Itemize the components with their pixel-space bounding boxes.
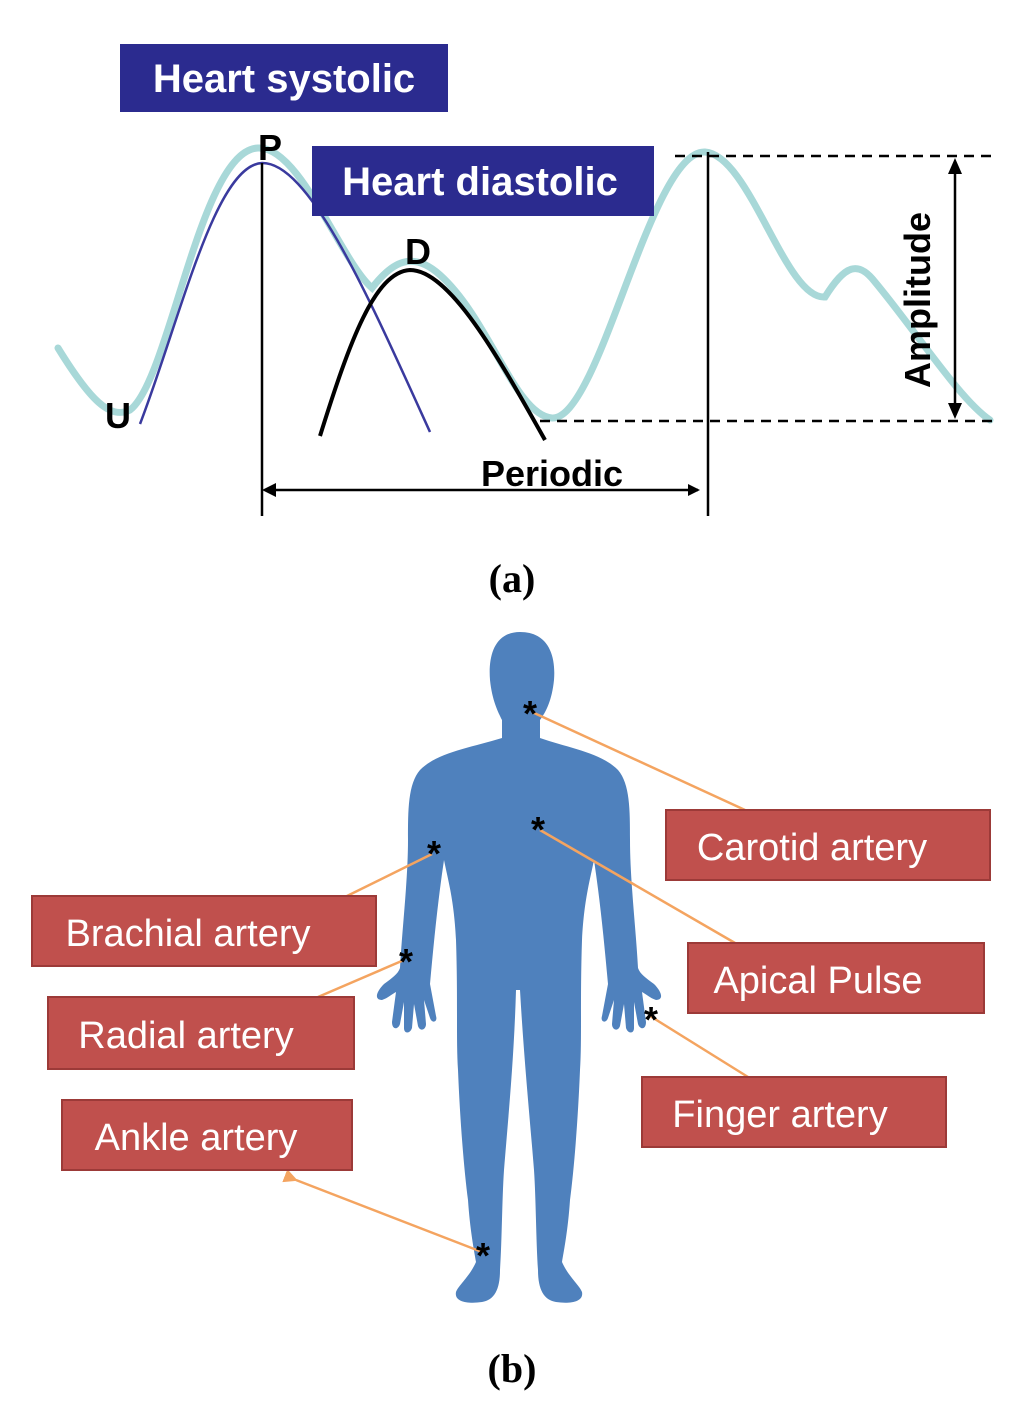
- finger-label-group: Finger artery: [641, 1076, 947, 1148]
- diastolic-curve: [318, 267, 547, 441]
- finger-leader: [649, 1014, 749, 1079]
- apical-label-group: Apical Pulse: [687, 942, 985, 1014]
- carotid-marker: *: [523, 693, 537, 734]
- apical-label: Apical Pulse: [713, 960, 922, 1002]
- radial-label-group: Radial artery: [47, 996, 355, 1070]
- finger-label: Finger artery: [672, 1094, 887, 1136]
- brachial-marker: *: [427, 833, 441, 874]
- human-body: [376, 632, 662, 1303]
- ankle-marker: *: [476, 1235, 490, 1276]
- heart-diastolic-label: Heart diastolic: [342, 160, 618, 204]
- systolic-curve: [138, 161, 432, 433]
- point-u-label: U: [105, 395, 131, 436]
- radial-leader: [317, 958, 405, 999]
- amplitude-arrow-top-head: [948, 158, 962, 174]
- panel-a: Heart systolic Heart diastolic P D U Per…: [54, 44, 995, 601]
- caption-a: (a): [489, 556, 536, 601]
- carotid-leader: [531, 710, 746, 812]
- finger-marker: *: [644, 999, 658, 1040]
- periodic-label: Periodic: [481, 453, 623, 494]
- panel-b: * * * * * * Carotid artery Brachial arte…: [31, 632, 991, 1391]
- point-d-label: D: [405, 231, 431, 272]
- brachial-label: Brachial artery: [66, 913, 311, 955]
- radial-marker: *: [399, 941, 413, 982]
- carotid-label-group: Carotid artery: [665, 809, 991, 881]
- ankle-label: Ankle artery: [95, 1117, 298, 1159]
- periodic-arrow-left-head: [262, 483, 276, 497]
- apical-marker: *: [531, 809, 545, 850]
- brachial-leader: [344, 852, 433, 899]
- radial-label: Radial artery: [78, 1015, 293, 1057]
- caption-b: (b): [488, 1346, 537, 1391]
- point-p-label: P: [258, 127, 282, 168]
- ankle-leader: [282, 1169, 483, 1254]
- brachial-label-group: Brachial artery: [31, 895, 377, 967]
- carotid-label: Carotid artery: [697, 827, 927, 869]
- apical-leader: [539, 828, 736, 945]
- amplitude-arrow-bottom-head: [948, 403, 962, 419]
- heart-diastolic-box: [312, 146, 654, 216]
- ankle-label-group: Ankle artery: [61, 1099, 353, 1171]
- heart-systolic-label: Heart systolic: [153, 57, 415, 101]
- amplitude-label: Amplitude: [897, 212, 938, 388]
- heart-systolic-box: [120, 44, 448, 112]
